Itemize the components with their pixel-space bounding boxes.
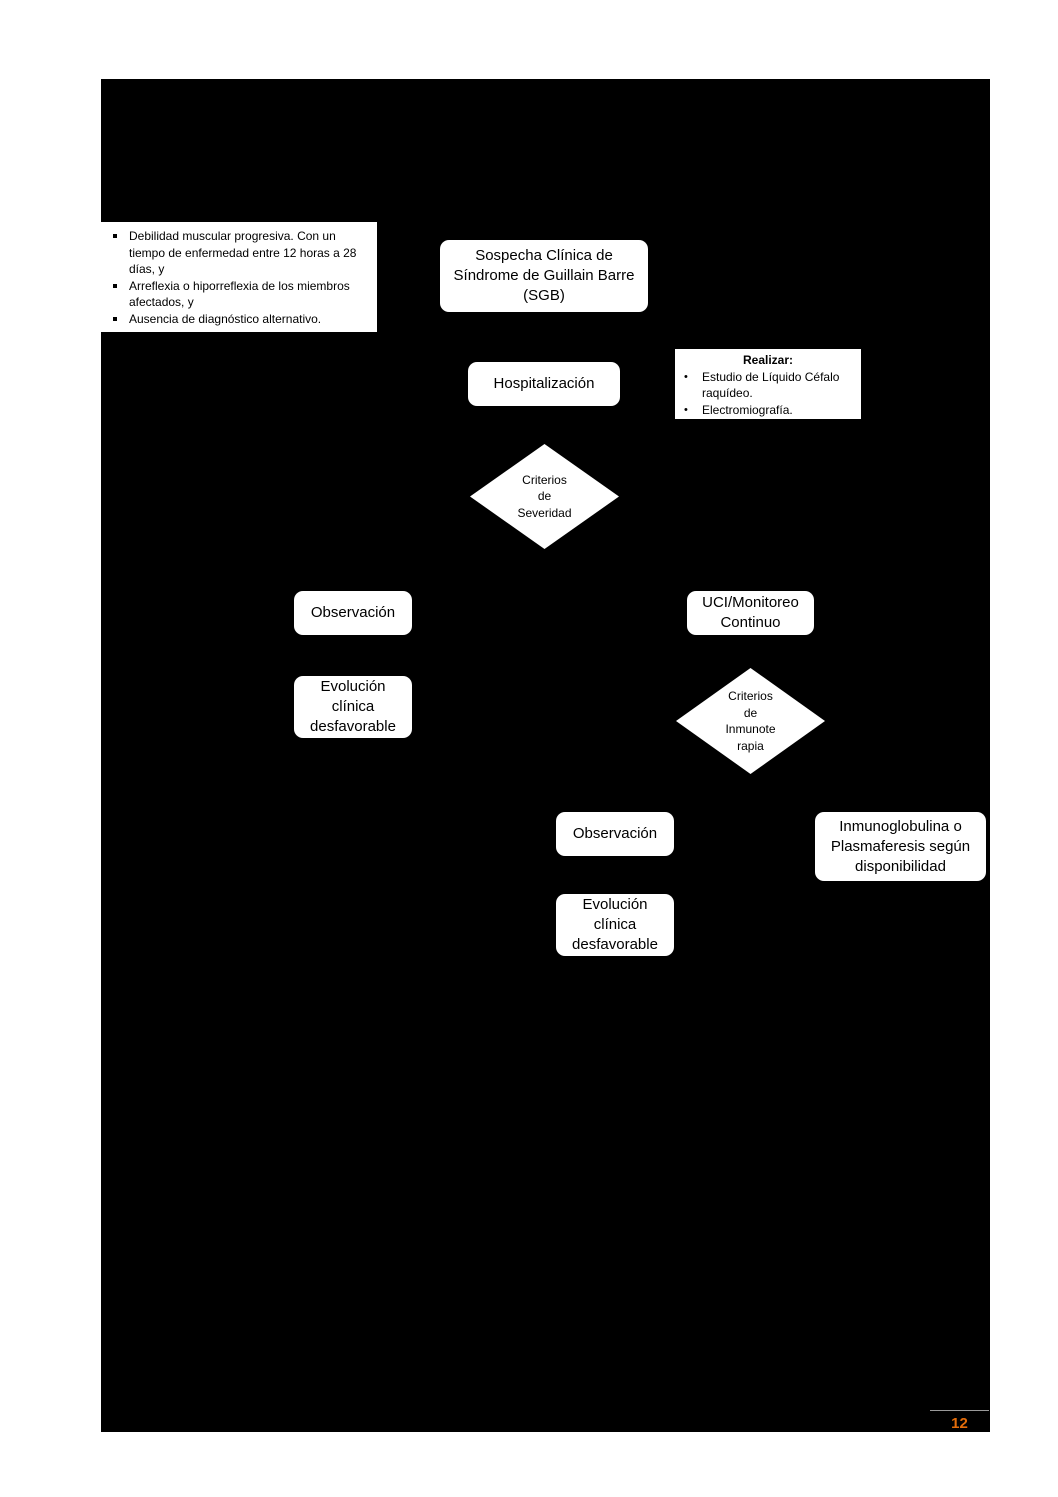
perform-box-title: Realizar: — [742, 353, 794, 367]
severity-decision: Criterios de Severidad — [470, 444, 619, 549]
perform-item: Estudio de Líquido Céfalo raquídeo. — [675, 369, 855, 402]
icu-node: UCI/Monitoreo Continuo — [687, 591, 814, 635]
perform-item: Electromiografía. — [675, 402, 855, 419]
observation-left-node: Observación — [294, 591, 412, 635]
observation-right-node: Observación — [556, 812, 674, 856]
criteria-item: Arreflexia o hiporreflexia de los miembr… — [101, 278, 369, 311]
immunotherapy-diamond-shape — [676, 668, 825, 774]
immunotherapy-decision-label: Criterios de Inmunote rapia — [725, 689, 776, 753]
criteria-item: Ausencia de diagnóstico alternativo. — [101, 311, 369, 328]
severity-decision-label: Criterios de Severidad — [517, 472, 572, 520]
severity-diamond-shape — [470, 444, 619, 549]
immunotherapy-decision: Criterios de Inmunote rapia — [676, 668, 825, 774]
evolution-left-node: Evolución clínica desfavorable — [294, 676, 412, 738]
criteria-item: Debilidad muscular progresiva. Con un ti… — [101, 228, 369, 278]
footer-rule — [930, 1410, 989, 1411]
diagnostic-criteria-box: Debilidad muscular progresiva. Con un ti… — [101, 222, 377, 332]
page-number: 12 — [951, 1415, 968, 1432]
hospitalization-node: Hospitalización — [468, 362, 620, 406]
evolution-right-node: Evolución clínica desfavorable — [556, 894, 674, 956]
perform-box: Realizar: Estudio de Líquido Céfalo raqu… — [675, 349, 861, 419]
treatment-node: Inmunoglobulina o Plasmaferesis según di… — [815, 812, 986, 881]
suspicion-node: Sospecha Clínica de Síndrome de Guillain… — [440, 240, 648, 312]
